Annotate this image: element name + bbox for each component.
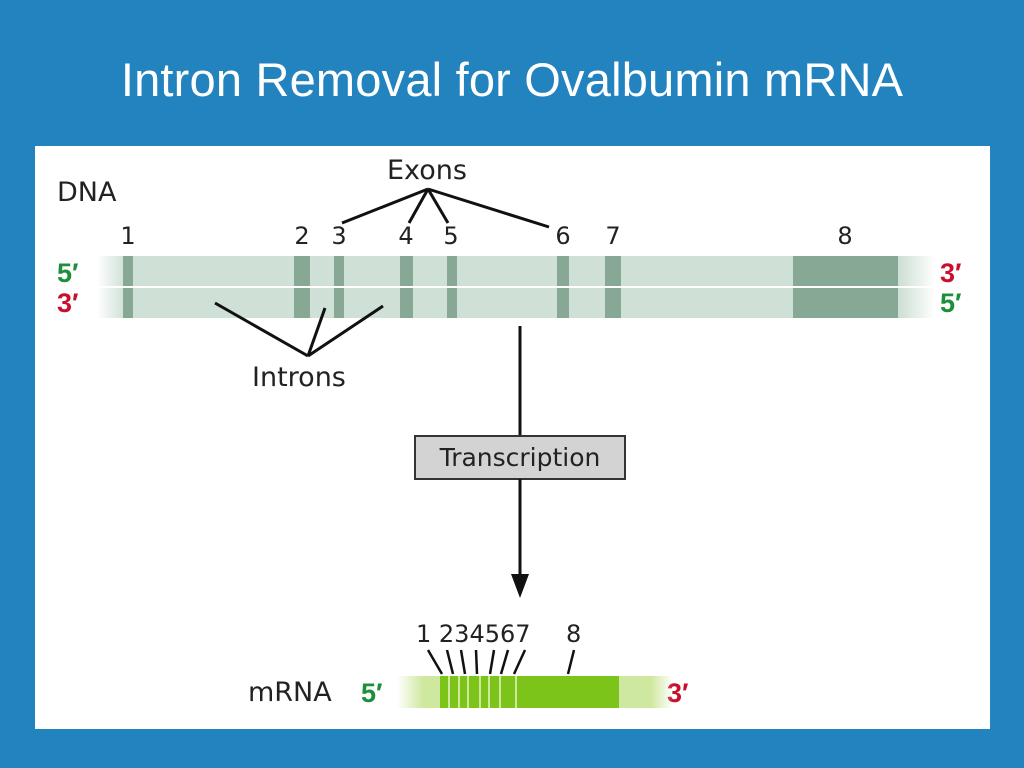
introns-pointer-lines	[214, 301, 384, 358]
dna-strand-gap	[97, 286, 935, 288]
dna-bottom-right-5prime: 5′	[940, 288, 962, 318]
dna-double-strand	[97, 256, 935, 318]
transcription-box	[414, 435, 626, 480]
mrna-exon-5	[481, 676, 488, 708]
dna-bottom-strand	[125, 288, 900, 318]
dna-exon-number: 2	[294, 222, 309, 250]
diagram-panel: DNA Exons 1 2 3 4 5 6 7 8	[35, 146, 990, 729]
dna-bottom-left-3prime: 3′	[57, 288, 79, 318]
dna-top-right-3prime: 3′	[940, 258, 962, 288]
exons-label: Exons	[387, 155, 467, 186]
exons-pointer-lines	[341, 187, 550, 229]
dna-exon-number: 4	[398, 222, 413, 250]
mrna-label: mRNA	[248, 677, 332, 708]
mrna-exon-numbers-grouped: 1 234567	[416, 620, 531, 648]
dna-top-left-5prime: 5′	[57, 258, 79, 288]
dna-exon-number: 1	[120, 222, 135, 250]
dna-top-strand	[125, 256, 900, 286]
dna-exon-number: 6	[555, 222, 570, 250]
dna-label: DNA	[57, 177, 117, 208]
mrna-exon-3	[460, 676, 467, 708]
dna-exon-number: 7	[605, 222, 620, 250]
dna-bottom-strand-fade-left	[97, 288, 125, 318]
mrna-exon-1	[440, 676, 448, 708]
introns-label: Introns	[252, 362, 346, 393]
transcription-arrow-head	[511, 574, 529, 598]
mrna-exon-4	[469, 676, 479, 708]
mrna-strand	[397, 676, 673, 708]
slide-title: Intron Removal for Ovalbumin mRNA	[120, 53, 904, 106]
transcription-label: Transcription	[439, 443, 601, 472]
dna-exon-number: 8	[837, 222, 852, 250]
dna-bottom-strand-fade-right	[900, 288, 935, 318]
mrna-5prime: 5′	[361, 678, 383, 708]
dna-top-strand-fade-right	[900, 256, 935, 286]
ovalbumin-diagram: DNA Exons 1 2 3 4 5 6 7 8	[57, 155, 962, 708]
dna-top-strand-fade-left	[97, 256, 125, 286]
mrna-exon-2	[450, 676, 458, 708]
mrna-fade-left	[397, 676, 423, 708]
mrna-exon-number-8: 8	[566, 620, 581, 648]
mrna-exon-8	[517, 676, 619, 708]
dna-exon-numbers: 1 2 3 4 5 6 7 8	[120, 222, 852, 250]
mrna-exon-6	[490, 676, 499, 708]
mrna-fade-right	[651, 676, 673, 708]
mrna-exon-blocks	[440, 676, 619, 708]
mrna-exon-7	[501, 676, 515, 708]
mrna-exon-pointer-lines	[426, 649, 576, 675]
dna-exon-number: 3	[331, 222, 346, 250]
dna-exon-number: 5	[443, 222, 458, 250]
